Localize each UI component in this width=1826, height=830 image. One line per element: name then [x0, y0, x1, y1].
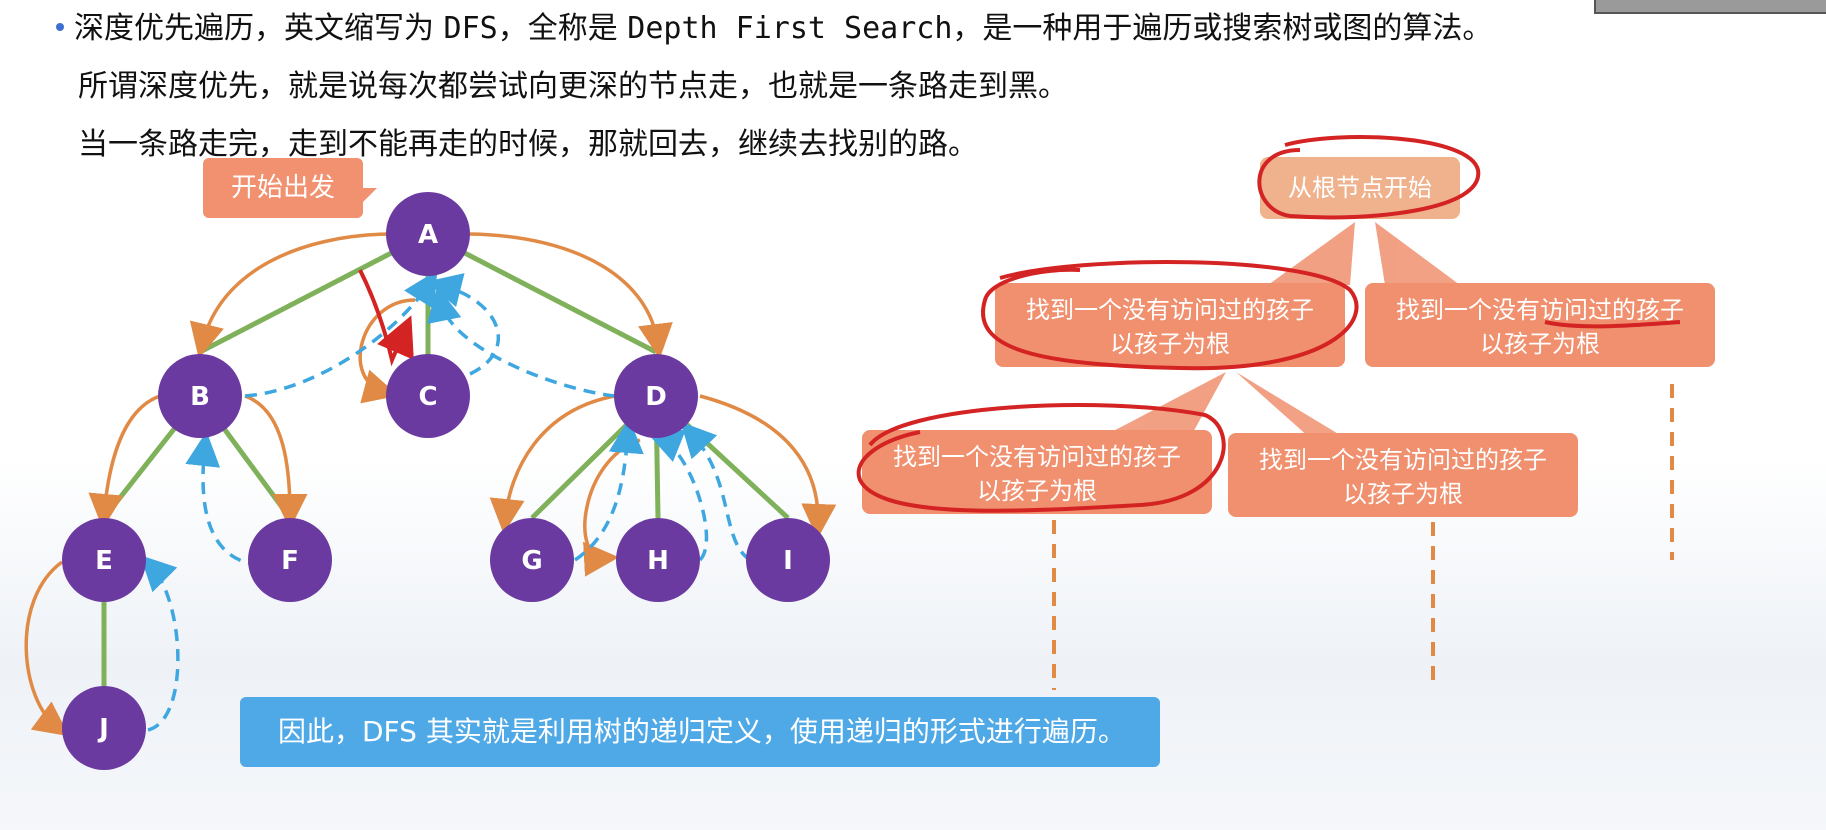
svg-text:B: B: [190, 382, 210, 412]
svg-text:以孩子为根: 以孩子为根: [1343, 480, 1463, 508]
svg-text:J: J: [97, 714, 109, 744]
svg-text:以孩子为根: 以孩子为根: [977, 477, 1097, 505]
node-C: C: [386, 354, 470, 438]
svg-text:从根节点开始: 从根节点开始: [1288, 174, 1432, 202]
svg-text:G: G: [521, 546, 542, 576]
svg-text:A: A: [418, 220, 438, 250]
node-A: A: [386, 192, 470, 276]
svg-text:找到一个没有访问过的孩子: 找到一个没有访问过的孩子: [893, 443, 1181, 471]
recursion-grandchild-2: 找到一个没有访问过的孩子 以孩子为根: [1228, 433, 1578, 517]
tree-edges: [104, 234, 788, 688]
conclusion-banner: 因此，DFS 其实就是利用树的递归定义，使用递归的形式进行遍历。: [240, 697, 1160, 767]
node-D: D: [614, 354, 698, 438]
node-H: H: [616, 518, 700, 602]
recursion-root: 从根节点开始: [1260, 157, 1460, 219]
svg-text:找到一个没有访问过的孩子: 找到一个没有访问过的孩子: [1026, 296, 1314, 324]
svg-text:以孩子为根: 以孩子为根: [1480, 330, 1600, 358]
node-I: I: [746, 518, 830, 602]
svg-text:找到一个没有访问过的孩子: 找到一个没有访问过的孩子: [1396, 296, 1684, 324]
start-label: 开始出发: [203, 158, 363, 218]
node-G: G: [490, 518, 574, 602]
recursion-child-1: 找到一个没有访问过的孩子 以孩子为根: [995, 283, 1345, 367]
svg-text:找到一个没有访问过的孩子: 找到一个没有访问过的孩子: [1259, 446, 1547, 474]
svg-text:以孩子为根: 以孩子为根: [1110, 330, 1230, 358]
svg-text:F: F: [281, 546, 299, 576]
node-F: F: [248, 518, 332, 602]
svg-text:E: E: [95, 546, 113, 576]
forward-arrows: [26, 234, 818, 728]
svg-text:H: H: [647, 546, 669, 576]
node-B: B: [158, 354, 242, 438]
graph-nodes: A B C D E F G H I J: [62, 192, 830, 770]
node-E: E: [62, 518, 146, 602]
svg-text:D: D: [645, 382, 667, 412]
node-J: J: [62, 686, 146, 770]
svg-text:I: I: [783, 546, 793, 576]
svg-text:C: C: [418, 382, 437, 412]
annotation-check: [360, 270, 405, 360]
